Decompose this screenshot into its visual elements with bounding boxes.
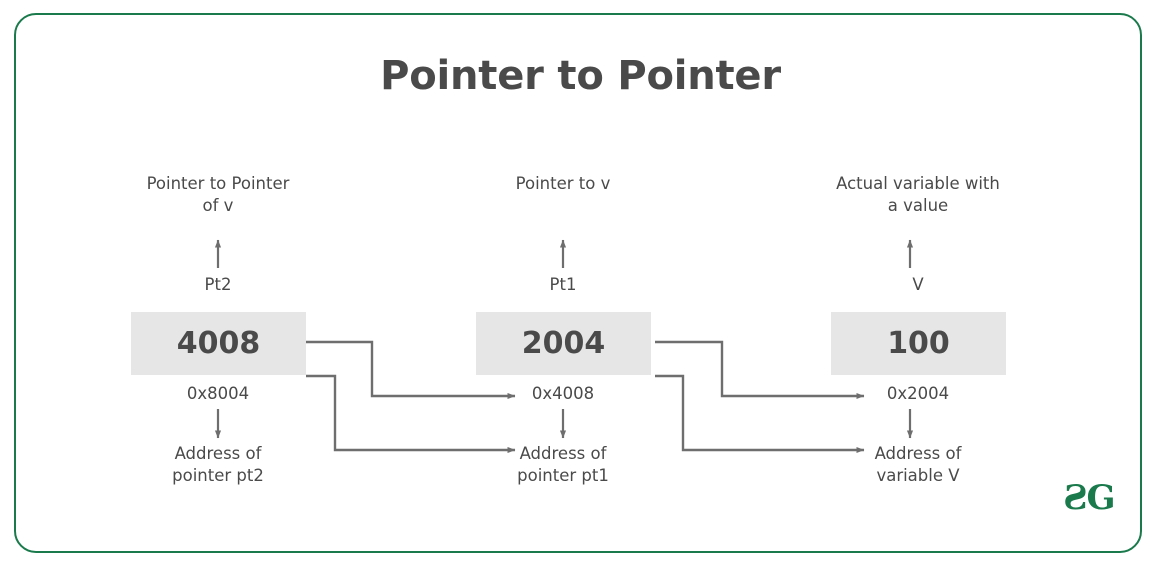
address-label-v: 0x2004 bbox=[886, 384, 950, 403]
description-pt1: Address of pointer pt1 bbox=[433, 443, 693, 487]
address-label-pt1: 0x4008 bbox=[531, 384, 595, 403]
caption-line-2: a value bbox=[887, 196, 949, 215]
description-line-1: Address of bbox=[519, 444, 607, 463]
description-line-2: variable V bbox=[876, 466, 960, 485]
geeksforgeeks-logo: ƧG bbox=[1063, 478, 1116, 518]
description-line-1: Address of bbox=[874, 444, 962, 463]
page-title: Pointer to Pointer bbox=[380, 53, 781, 99]
description-line-1: Address of bbox=[174, 444, 262, 463]
description-pt2: Address of pointer pt2 bbox=[88, 443, 348, 487]
address-label-pt2: 0x8004 bbox=[186, 384, 250, 403]
caption-line-1: Pointer to Pointer bbox=[146, 174, 290, 193]
description-line-2: pointer pt1 bbox=[517, 466, 609, 485]
column-caption: Pointer to v bbox=[433, 173, 693, 195]
variable-name-pt2: Pt2 bbox=[204, 275, 232, 294]
value-box-pt2: 4008 bbox=[131, 312, 306, 375]
description-line-2: pointer pt2 bbox=[172, 466, 264, 485]
caption-line-2: of v bbox=[202, 196, 234, 215]
value-box-v: 100 bbox=[831, 312, 1006, 375]
column-caption: Actual variable with a value bbox=[788, 173, 1048, 217]
value-box-pt1: 2004 bbox=[476, 312, 651, 375]
caption-line-1: Pointer to v bbox=[515, 174, 611, 193]
variable-name-pt1: Pt1 bbox=[549, 275, 577, 294]
description-v: Address of variable V bbox=[788, 443, 1048, 487]
variable-name-v: V bbox=[912, 275, 924, 294]
column-caption: Pointer to Pointer of v bbox=[88, 173, 348, 217]
caption-line-1: Actual variable with bbox=[836, 174, 1000, 193]
